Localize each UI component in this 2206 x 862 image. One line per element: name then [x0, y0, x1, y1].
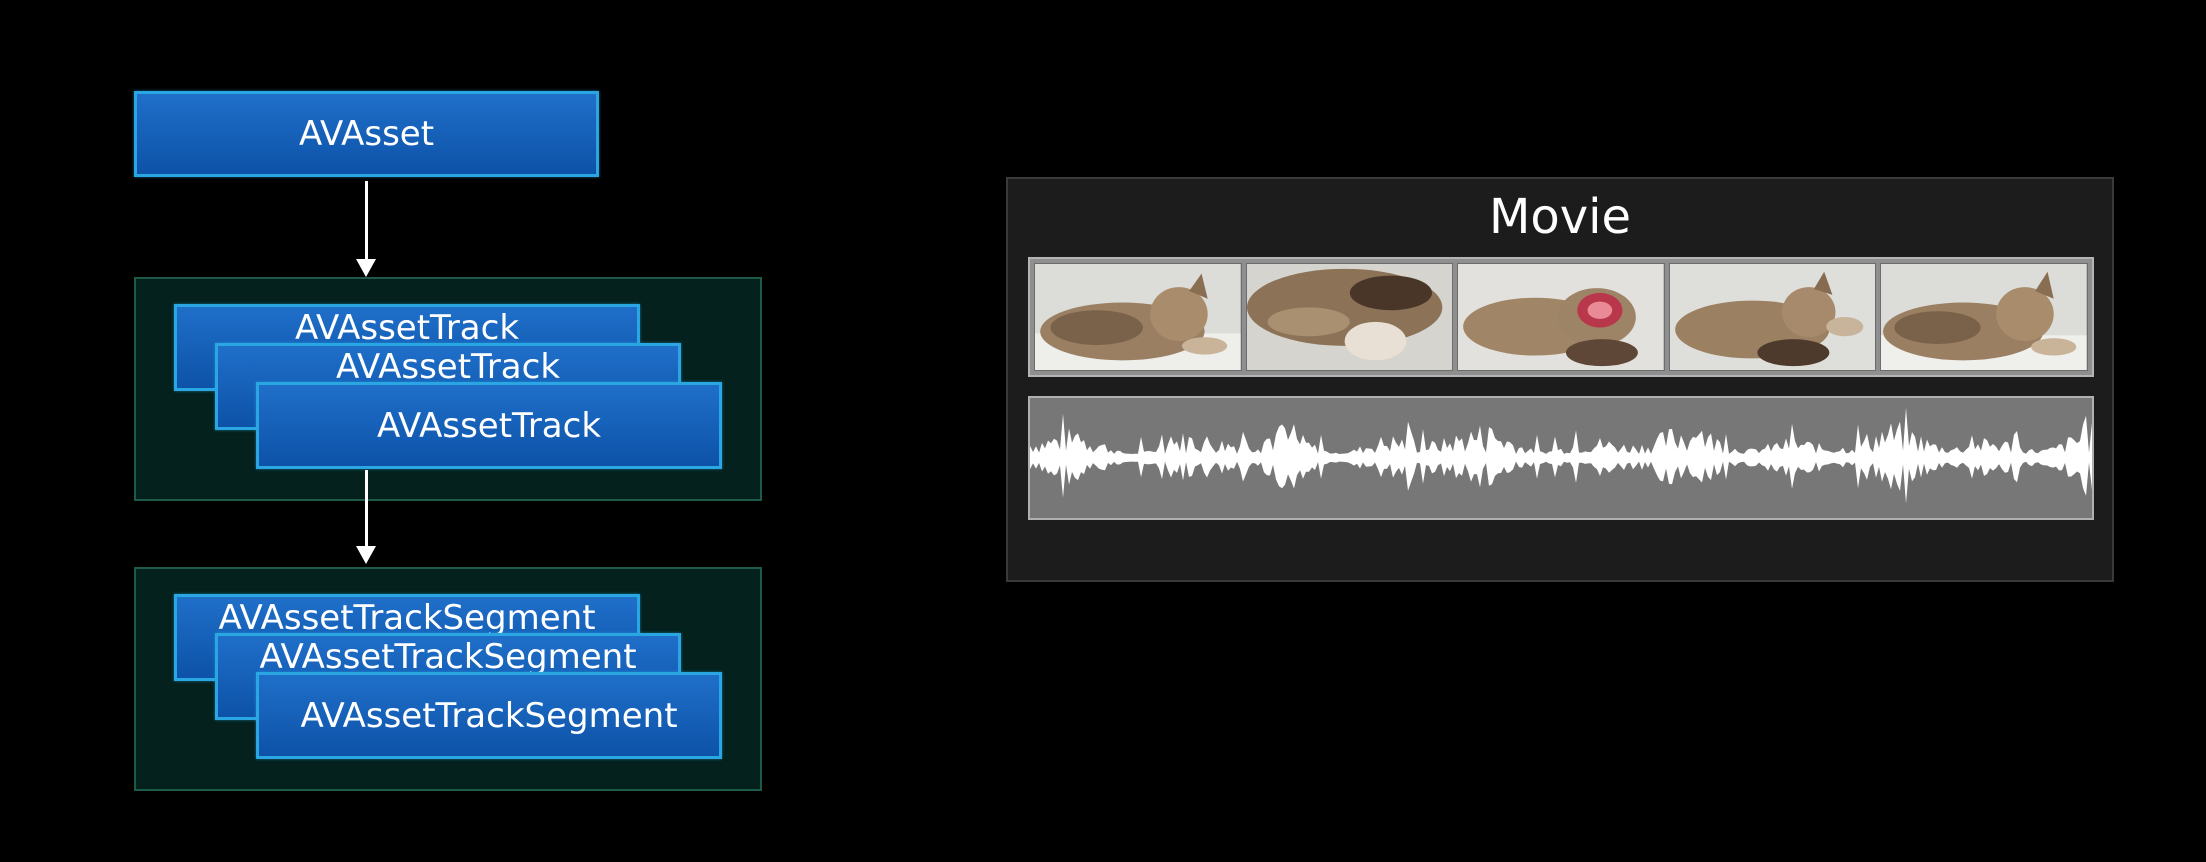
- cat-frame-5: [1880, 263, 2088, 371]
- segment-label-middle: AVAssetTrackSegment: [259, 636, 637, 677]
- track-label-front: AVAssetTrack: [376, 405, 602, 446]
- track-box-front: AVAssetTrack: [256, 382, 722, 469]
- track-label-back: AVAssetTrack: [294, 307, 520, 348]
- segment-label-front: AVAssetTrackSegment: [300, 695, 678, 736]
- segment-box-front: AVAssetTrackSegment: [256, 672, 722, 759]
- movie-title: Movie: [1488, 189, 1632, 245]
- cat-frame-4: [1668, 263, 1877, 371]
- cat-frame-1: [1034, 263, 1242, 371]
- video-track-strip: [1028, 257, 2094, 377]
- track-label-middle: AVAssetTrack: [335, 346, 561, 387]
- movie-panel: Movie: [1006, 177, 2114, 582]
- audio-track: [1028, 396, 2094, 520]
- tracks-group: AVAssetTrack AVAssetTrack AVAssetTrack: [134, 277, 762, 501]
- segment-label-back: AVAssetTrackSegment: [218, 597, 596, 638]
- avasset-box: AVAsset: [134, 91, 599, 177]
- segments-group: AVAssetTrackSegment AVAssetTrackSegment …: [134, 567, 762, 791]
- cat-frame-2: [1245, 263, 1454, 371]
- cat-frame-3: [1457, 263, 1665, 371]
- audio-waveform-icon: [1030, 407, 2092, 504]
- avasset-label: AVAsset: [298, 114, 435, 154]
